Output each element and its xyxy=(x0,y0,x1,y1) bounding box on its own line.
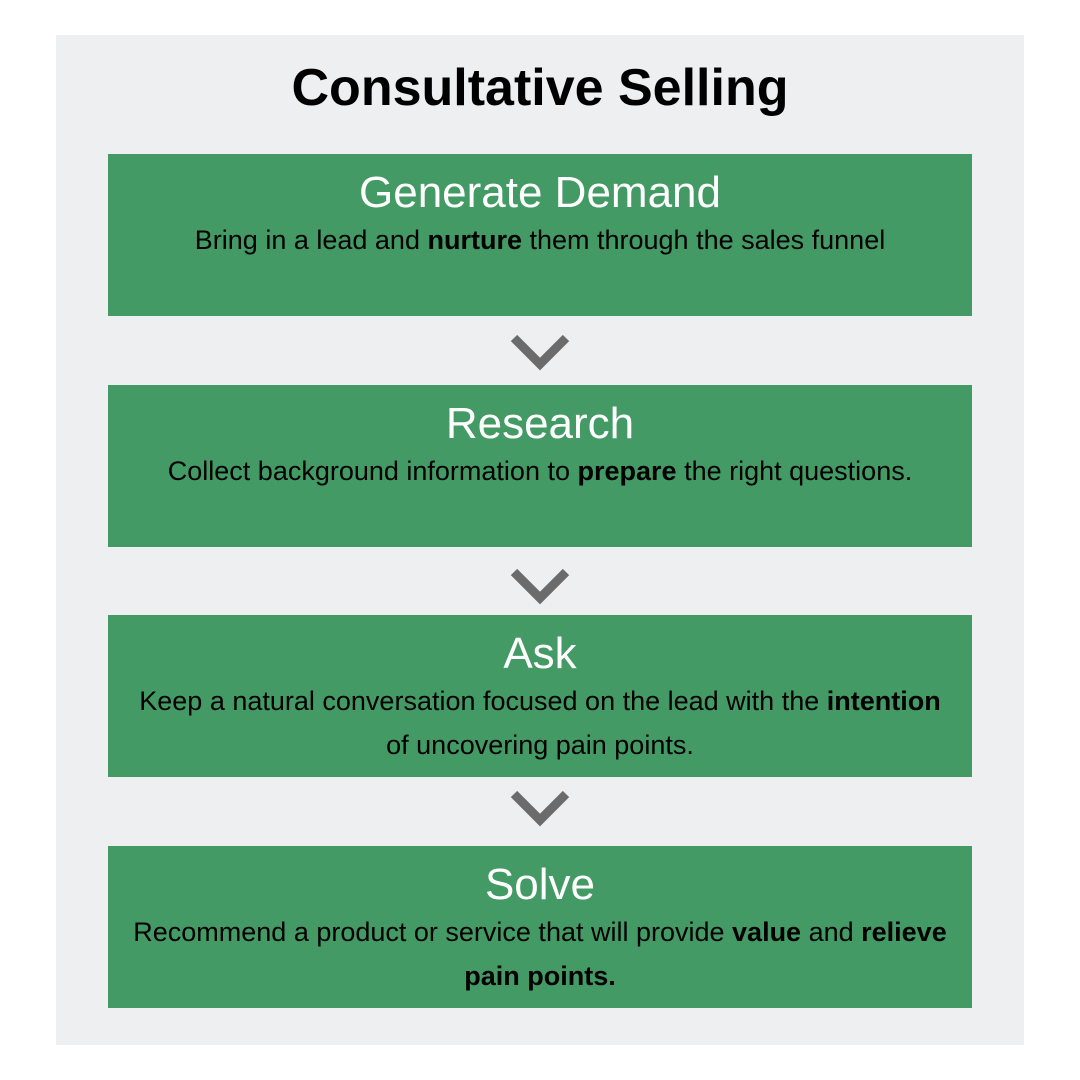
step-title: Ask xyxy=(503,629,577,678)
chevron-down-icon xyxy=(510,568,570,605)
step-description: Bring in a lead and nurture them through… xyxy=(194,225,886,255)
diagram-title: Consultative Selling xyxy=(291,59,789,117)
step-solve: Solve Recommend a product or service tha… xyxy=(108,846,972,1008)
chevron-down-icon xyxy=(510,334,570,371)
step-title: Generate Demand xyxy=(359,168,721,217)
step-research: Research Collect background information … xyxy=(108,385,972,547)
step-description: Keep a natural conversation focused on t… xyxy=(139,686,941,760)
step-description: Recommend a product or service that will… xyxy=(133,917,947,991)
step-description: Collect background information to prepar… xyxy=(167,456,913,486)
step-title: Solve xyxy=(484,860,596,909)
step-title: Research xyxy=(445,399,635,448)
chevron-down-icon xyxy=(510,790,570,827)
step-ask: Ask Keep a natural conversation focused … xyxy=(108,615,972,777)
step-generate-demand: Generate Demand Bring in a lead and nurt… xyxy=(108,154,972,316)
